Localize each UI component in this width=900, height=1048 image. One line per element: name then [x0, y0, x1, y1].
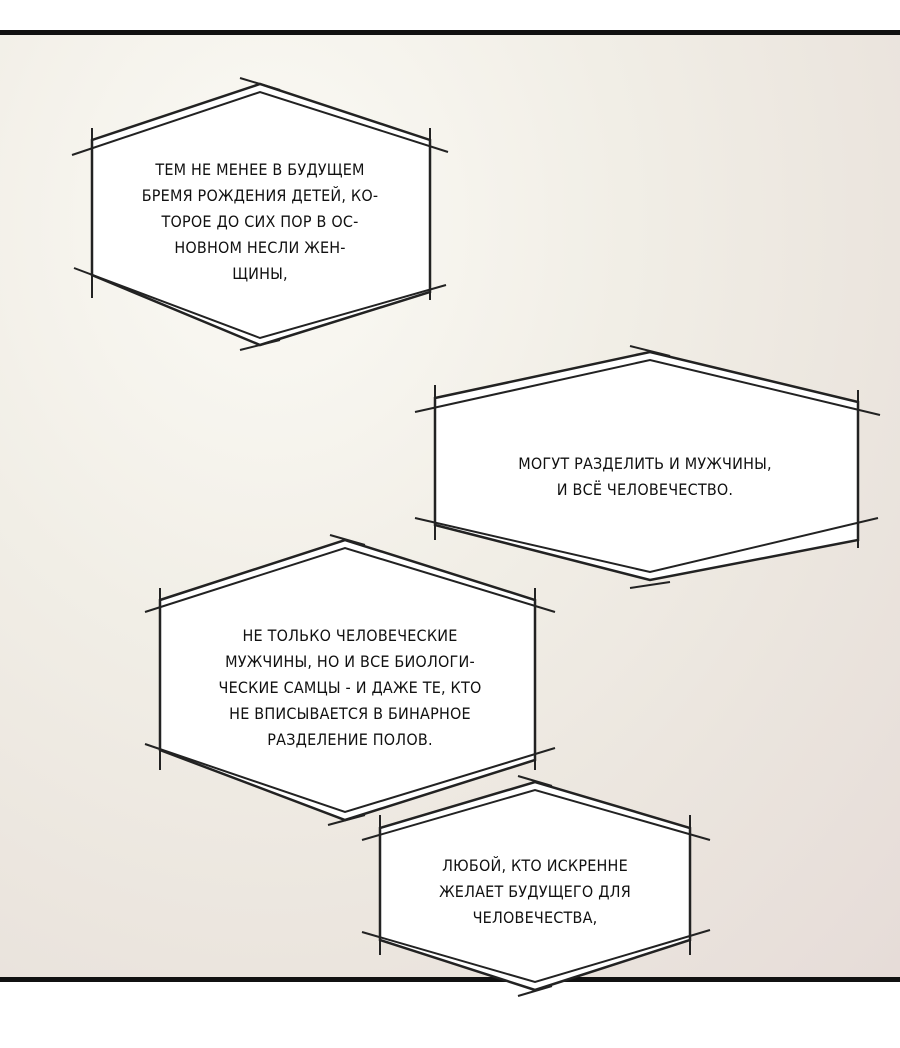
text-line: ческие самцы - и даже те, кто [218, 678, 482, 697]
text-line: Любой, кто искренне [442, 856, 628, 875]
text-line: Могут разделить и мужчины, [518, 454, 772, 473]
speech-bubble-4-text: Любой, кто искренне желает будущего для … [415, 853, 655, 931]
text-line: мужчины, но и все биологи- [225, 652, 475, 671]
text-line: Не только человеческие [242, 626, 458, 645]
text-line: человечества, [472, 908, 598, 927]
text-line: не вписывается в бинарное [229, 704, 471, 723]
text-line: Тем не менее в будущем [155, 160, 365, 179]
speech-bubble-1-text: Тем не менее в будущем бремя рождения де… [120, 157, 400, 287]
text-line: торое до сих пор в ос- [161, 212, 359, 231]
speech-bubble-3-text: Не только человеческие мужчины, но и все… [195, 623, 505, 753]
text-line: бремя рождения детей, ко- [141, 186, 379, 205]
text-line: и всё человечество. [556, 480, 734, 499]
text-line: щины, [232, 264, 288, 283]
text-line: разделение полов. [267, 730, 433, 749]
text-line: новном несли жен- [174, 238, 346, 257]
text-line: желает будущего для [439, 882, 631, 901]
speech-bubble-2-text: Могут разделить и мужчины, и всё человеч… [495, 451, 795, 503]
